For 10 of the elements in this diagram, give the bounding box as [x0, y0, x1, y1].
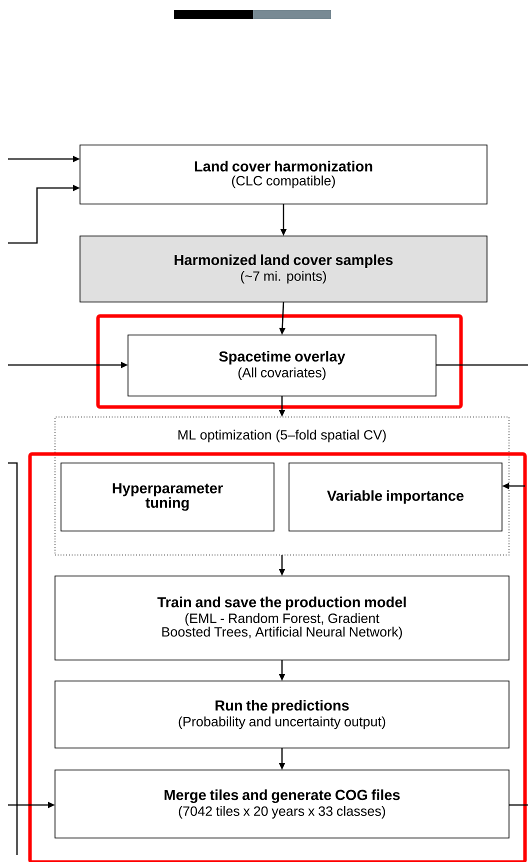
process-box: Run the predictions (Probability and uncertainty output) [54, 680, 510, 748]
process-box: Merge tiles and generate COG files (7042 tiles x 20 years x 33 classes) [54, 770, 510, 838]
process-box: Train and save the production model (EML - Random Forest, Gradient Boosted Trees, Artificial Neural Network) [54, 576, 510, 660]
process-box: Hyperparameter tuning [60, 462, 274, 532]
highlight-frame [28, 452, 527, 862]
process-box: Spacetime overlay (All covariates) [128, 334, 436, 396]
process-box: Variable importance [288, 462, 502, 532]
process-box: Land cover harmonization (CLC compatible) [80, 144, 488, 204]
highlight-frame [96, 314, 463, 409]
data-box: Harmonized land cover samples (~7 mi. points) [80, 236, 488, 302]
